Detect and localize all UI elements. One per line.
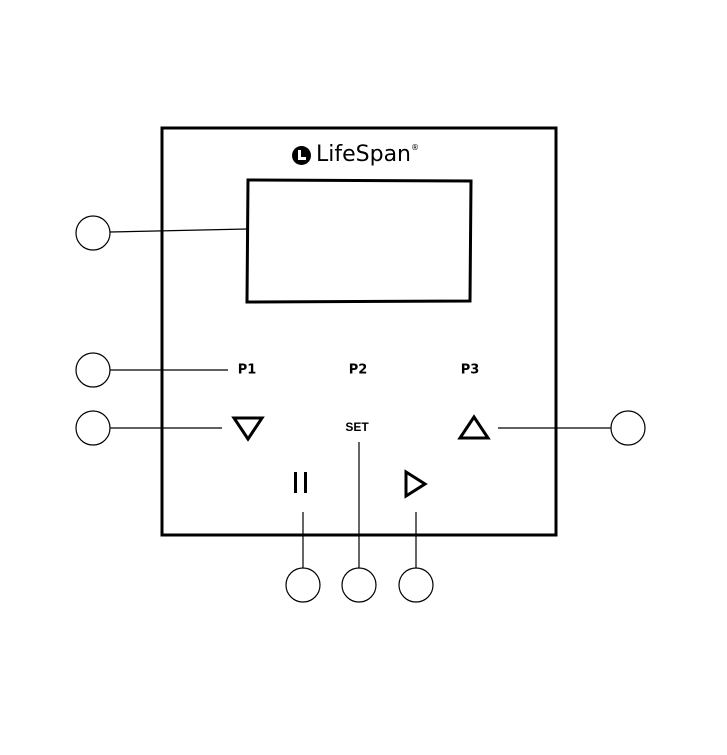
triangle-up-icon[interactable] <box>460 417 488 438</box>
callout-circle-set <box>342 568 376 602</box>
play-icon[interactable] <box>406 472 425 496</box>
lifespan-logo-icon <box>292 146 311 165</box>
leader-line-display <box>110 229 247 232</box>
callout-circle-down <box>76 411 110 445</box>
pause-icon[interactable] <box>294 472 307 493</box>
registered-mark: ® <box>411 143 419 152</box>
callout-circle-display <box>76 216 110 250</box>
triangle-down-icon[interactable] <box>234 418 262 439</box>
display-screen <box>247 180 471 302</box>
brand-name: LifeSpan® <box>316 144 419 166</box>
callout-circle-up <box>611 411 645 445</box>
brand-header: LifeSpan® <box>292 140 419 170</box>
preset-button-p2[interactable]: P2 <box>349 363 368 378</box>
preset-button-p1[interactable]: P1 <box>238 363 257 378</box>
callout-circle-presets <box>76 353 110 387</box>
callout-circle-play <box>399 568 433 602</box>
callout-leader-lines <box>110 229 611 568</box>
callout-circle-pause <box>286 568 320 602</box>
preset-button-p3[interactable]: P3 <box>461 363 480 378</box>
brand-name-text: LifeSpan <box>316 142 411 167</box>
set-button[interactable]: SET <box>345 420 368 434</box>
